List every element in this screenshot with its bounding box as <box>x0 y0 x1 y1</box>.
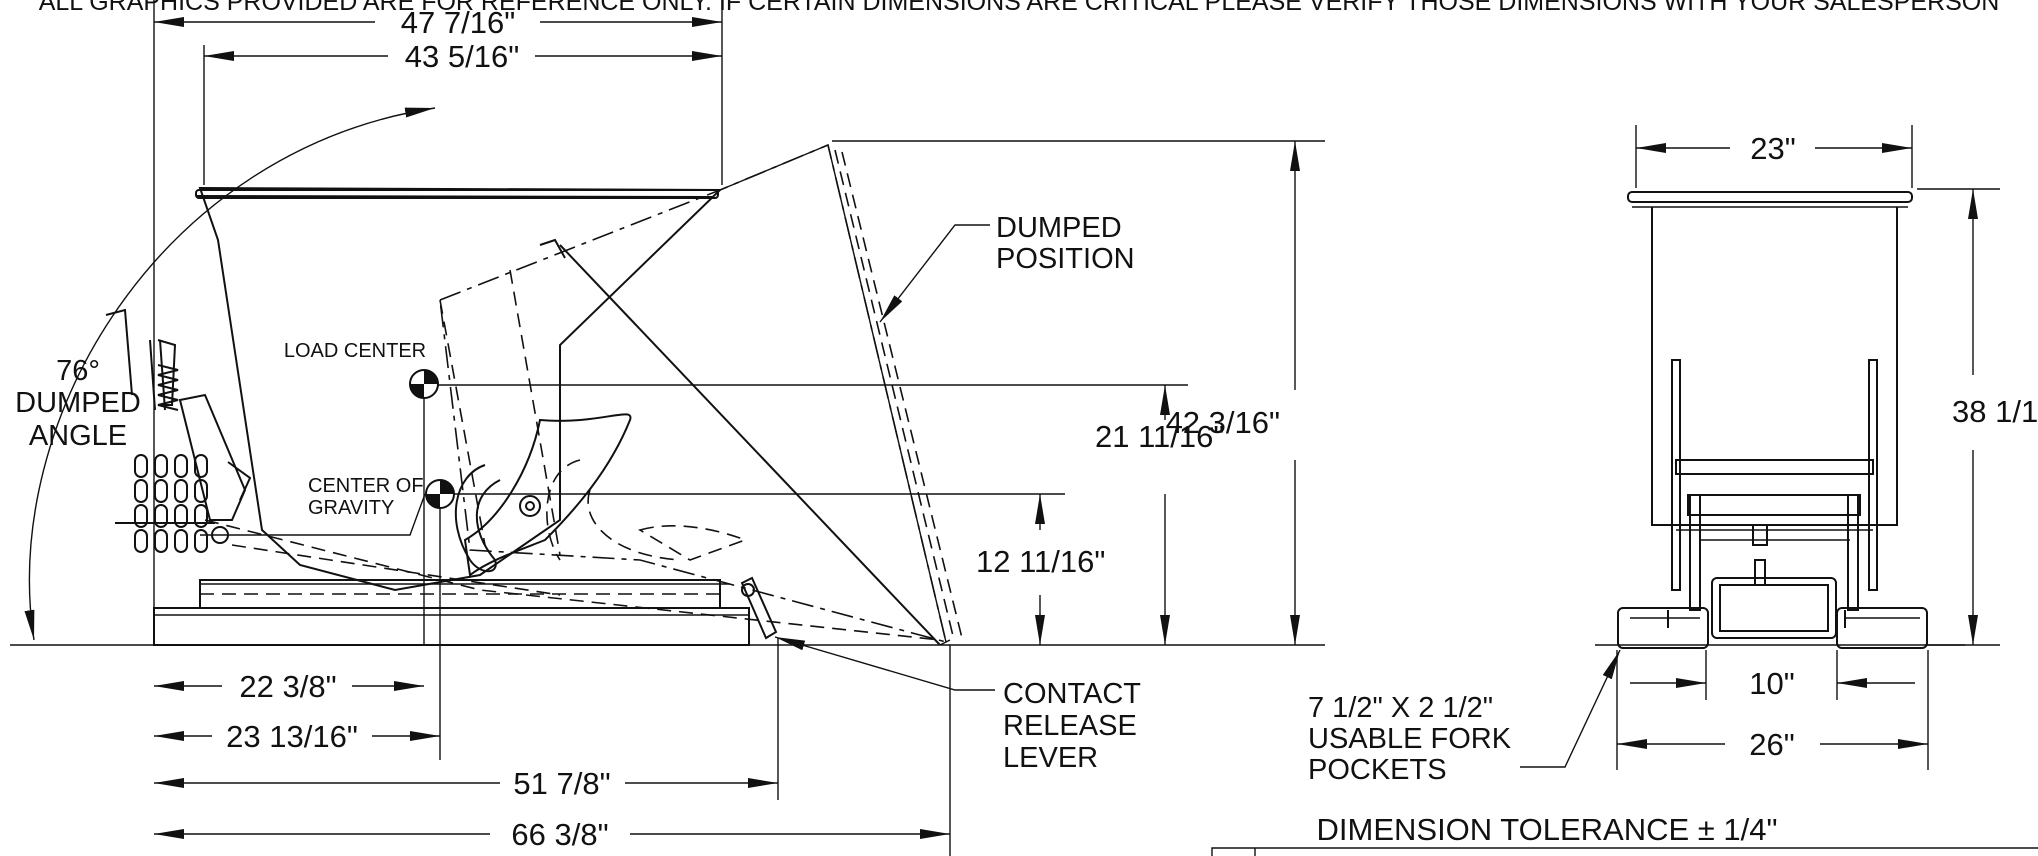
side-view: 47 7/16" 43 5/16" 76° DUMPED ANGLE LOAD … <box>10 0 1325 856</box>
dim-base-to-cog: 23 13/16" <box>226 719 358 754</box>
load-center-symbol <box>409 369 439 399</box>
dim-side-height: 38 1/16" <box>1952 394 2038 429</box>
lever-label-line3: LEVER <box>1003 742 1098 774</box>
dim-overall-length: 66 3/8" <box>511 817 608 852</box>
dim-top-overall-width: 47 7/16" <box>401 5 515 40</box>
dim-base-to-load-center: 22 3/8" <box>239 669 336 704</box>
front-hopper-body <box>1651 207 1898 526</box>
dim-top-inner-width: 43 5/16" <box>405 39 519 74</box>
center-of-gravity-symbol <box>425 479 455 509</box>
base-frame <box>153 607 750 646</box>
load-center-label: LOAD CENTER <box>284 340 426 362</box>
tolerance-note: DIMENSION TOLERANCE ± 1/4" <box>1317 812 1778 847</box>
dim-load-center-height: 21 11/16" <box>1095 419 1224 454</box>
angle-value: 76° <box>56 355 100 387</box>
front-view: 23" 38 1/16" 10" 26" 7 1/2" X 2 1/2" USA… <box>1211 125 2038 856</box>
cog-label-line1: CENTER OF <box>308 475 424 497</box>
angle-label-line2: ANGLE <box>29 420 127 452</box>
dumped-label-line2: POSITION <box>996 243 1135 275</box>
lever-label-line2: RELEASE <box>1003 710 1137 742</box>
lever-label-line1: CONTACT <box>1003 678 1141 710</box>
chains <box>115 454 229 553</box>
fork-label-line2: USABLE FORK <box>1308 723 1512 755</box>
fork-pocket-left <box>1617 607 1709 649</box>
dim-base-to-lever: 51 7/8" <box>513 766 610 801</box>
fork-label-line3: POCKETS <box>1308 754 1447 786</box>
dim-cog-height: 12 11/16" <box>976 544 1105 579</box>
dumped-label-line1: DUMPED <box>996 212 1122 244</box>
fork-pocket-right <box>1836 607 1928 649</box>
spring <box>157 364 179 411</box>
dim-side-width: 23" <box>1750 131 1796 166</box>
fork-label-line1: 7 1/2" X 2 1/2" <box>1308 692 1493 724</box>
dim-dumped-height: 42 3/16" <box>1166 405 1280 440</box>
dumped-hopper-outline <box>439 143 948 644</box>
header-note: ALL GRAPHICS PROVIDED ARE FOR REFERENCE … <box>39 0 2000 16</box>
angle-label-line1: DUMPED <box>15 387 141 419</box>
dim-pocket-spacing: 10" <box>1749 666 1795 701</box>
dim-base-width: 26" <box>1749 727 1795 762</box>
cog-label-line2: GRAVITY <box>308 497 394 519</box>
